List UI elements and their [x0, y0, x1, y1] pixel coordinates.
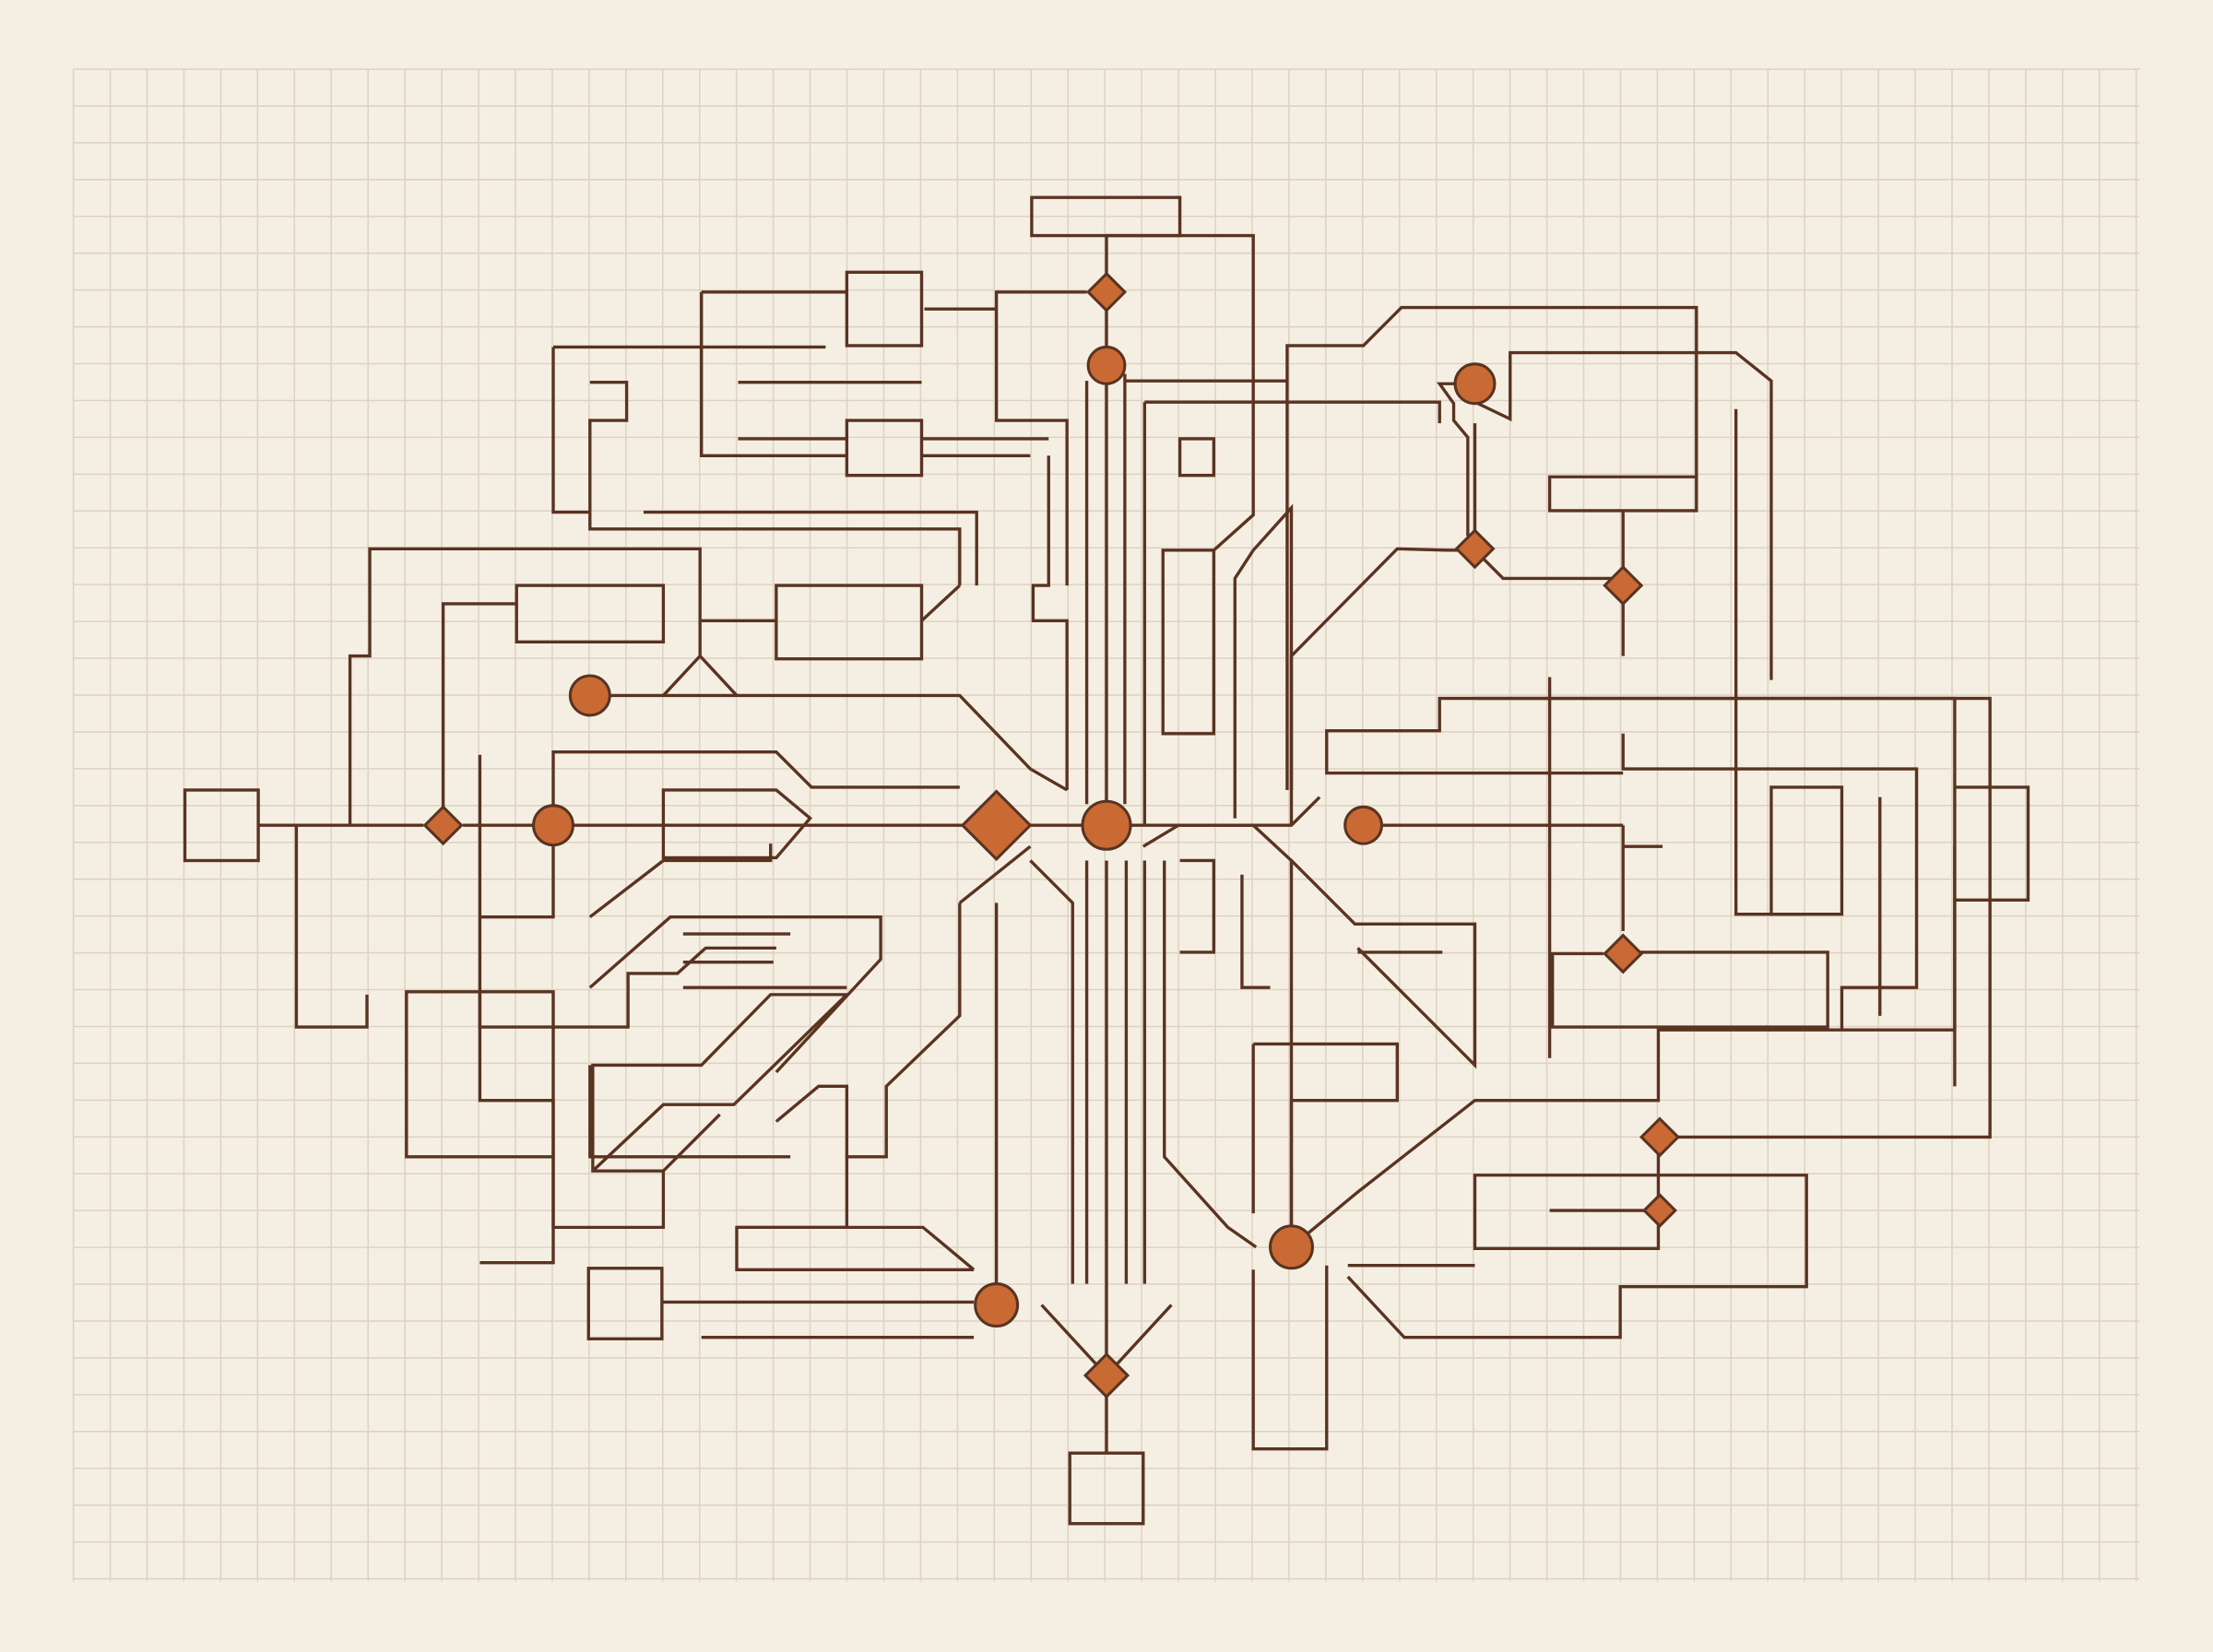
junction-nodes [422, 271, 1681, 1399]
diamond-node [1603, 565, 1644, 607]
circle-node [974, 1282, 1020, 1328]
wire-path [478, 754, 555, 919]
wire-path [643, 510, 978, 586]
wire-path [1346, 1137, 1808, 1339]
wire-path [994, 290, 1087, 586]
wire-path [1233, 549, 1255, 819]
wire-path [1621, 733, 1919, 1031]
wire-path [1142, 400, 1441, 826]
wire-path [920, 584, 961, 622]
wire-path [573, 788, 812, 860]
wire-path [478, 946, 776, 1029]
wire-path [1161, 549, 1216, 736]
wire-path [662, 903, 962, 1173]
diamond-node [1085, 271, 1128, 313]
wire-path [588, 381, 962, 586]
wire-path [1178, 437, 1216, 478]
wire-path [1474, 696, 1957, 1087]
wire-path [1550, 950, 1829, 1029]
wire-path [921, 437, 1049, 457]
wire-path [1029, 859, 1074, 1284]
wire-path [1213, 366, 1255, 552]
wire-path [1285, 305, 1698, 790]
circle-node [1269, 1224, 1314, 1270]
wire-path [1142, 823, 1294, 1247]
wire-path [1473, 549, 1625, 656]
wire-path [294, 825, 369, 1029]
diamond-node [1454, 528, 1496, 570]
terminal-box [586, 1267, 664, 1340]
wire-path [1436, 382, 1494, 537]
wire-path [958, 844, 1032, 904]
wire-path [1106, 233, 1255, 367]
terminal-box [183, 788, 260, 863]
circle-node [1086, 345, 1127, 385]
wire-path [479, 1156, 555, 1265]
wire-path [1179, 858, 1216, 954]
wire-path [701, 584, 924, 661]
diamond-node [1603, 933, 1644, 974]
wire-path [588, 844, 773, 919]
wire-path [1734, 408, 1807, 916]
wires [258, 195, 2030, 1454]
diamond-node [960, 789, 1033, 862]
wire-path [1253, 1042, 1399, 1228]
wire-path [1473, 350, 1773, 680]
wire-path [1769, 785, 1844, 916]
circle-node [1453, 362, 1497, 406]
terminal-box [1068, 1451, 1145, 1526]
wire-path [1163, 860, 1258, 1249]
wire-path [1251, 503, 1294, 790]
wire-path [845, 270, 924, 348]
wire-path [1031, 455, 1069, 790]
wire-path [441, 602, 517, 808]
diamond-node [1641, 1193, 1678, 1229]
circle-node [568, 674, 611, 717]
circle-node [1343, 805, 1383, 845]
wire-path [1547, 475, 1698, 513]
wire-path [1251, 1265, 1329, 1451]
wire-path [551, 749, 960, 808]
wire-path [588, 1065, 791, 1159]
wire-path [1325, 696, 1992, 1139]
diamond-node [1083, 1351, 1130, 1399]
wire-path [1290, 859, 1477, 1069]
wire-path [551, 345, 826, 514]
component-boxes [183, 788, 1145, 1526]
wire-path [588, 915, 882, 1074]
circle-node [1081, 799, 1132, 851]
wire-path [1954, 785, 2030, 903]
wire-path [609, 693, 1068, 792]
wire-path [348, 547, 739, 826]
wire-path [515, 584, 666, 643]
diamond-node [1639, 1116, 1681, 1158]
circle-node [532, 804, 574, 847]
wire-path [736, 1225, 976, 1271]
wire-path [1084, 860, 1147, 1376]
wire-path [1240, 874, 1271, 1214]
diamond-node [422, 805, 464, 846]
